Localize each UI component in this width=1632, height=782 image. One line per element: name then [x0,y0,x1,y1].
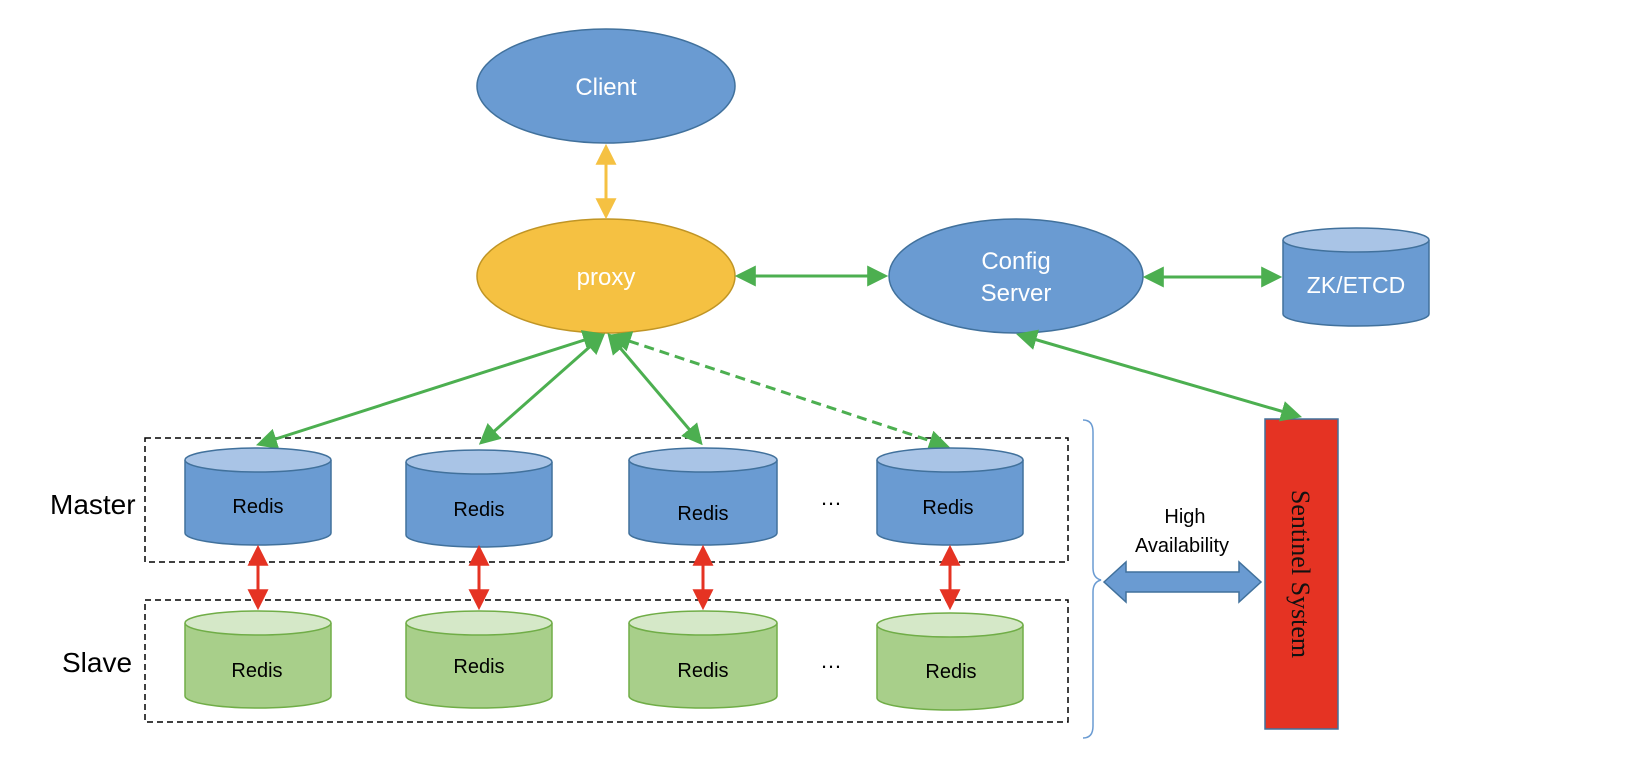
proxy-master3-arrow [607,332,703,446]
config-server-node [888,218,1144,334]
redis-label: Redis [677,503,728,525]
sentinel-system [1264,418,1339,730]
client-label: Client [575,74,637,101]
master-redis-1: Redis [184,447,332,546]
proxy-master4-arrow [610,331,950,451]
redis-label: Redis [453,656,504,678]
high-availability-brace [1082,419,1102,739]
redis-label: Redis [231,660,282,682]
zk-etcd-label: ZK/ETCD [1307,272,1405,298]
slave-label: Slave [62,647,132,678]
high-availability-label-line1: High [1164,506,1205,528]
redis-label: Redis [453,499,504,521]
config-server-label-line1: Config [981,248,1050,275]
proxy-master2-arrow [478,333,606,445]
high-availability-label-line2: Availability [1135,535,1229,557]
slave-ellipsis: … [820,648,842,673]
master-redis-3: Redis [628,447,778,546]
slave-redis-3: Redis [628,610,778,709]
master-group-box [144,437,1069,563]
slave-redis-4: Redis [876,612,1024,711]
high-availability-arrow [1102,560,1263,604]
slave-redis-1: Redis [184,610,332,709]
proxy-master1-arrow [256,330,604,449]
slave-redis-2: Redis [405,610,553,709]
config-server-label-line2: Server [981,280,1052,307]
master-label: Master [50,489,136,520]
client-node [476,28,736,144]
redis-label: Redis [922,497,973,519]
proxy-label: proxy [577,264,636,291]
redis-label: Redis [232,496,283,518]
master-redis-4: Redis [876,447,1024,546]
master-redis-2: Redis [405,449,553,548]
slave-group-box [144,599,1069,723]
zk-etcd-store: ZK/ETCD [1282,227,1430,327]
redis-label: Redis [677,660,728,682]
sentinel-label: Sentinel System [1286,490,1315,658]
config-sentinel-arrow [1015,329,1303,422]
master-ellipsis: … [820,485,842,510]
redis-label: Redis [925,661,976,683]
